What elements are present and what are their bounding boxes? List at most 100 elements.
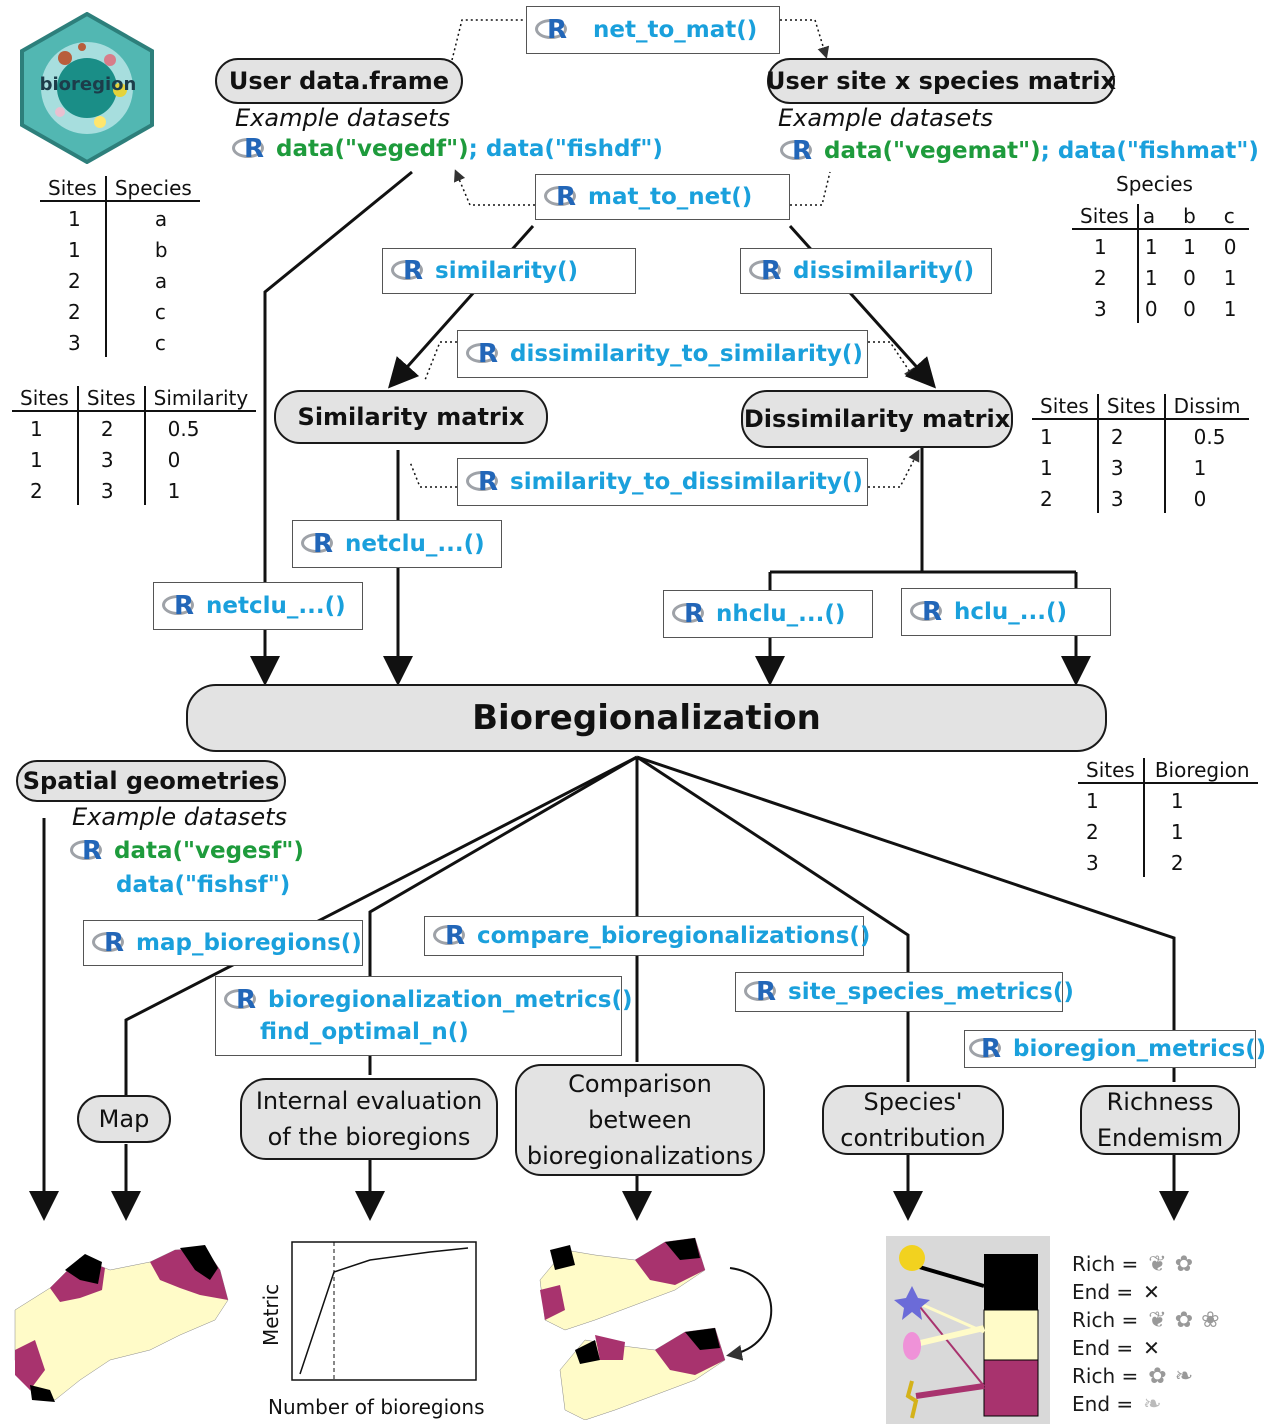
richness-endemism-legend: Rich = ❦ ✿ End = ✕ Rich = ❦ ✿ ❀ End = ✕ …: [1072, 1250, 1252, 1418]
mat-to-net-function: R mat_to_net(): [535, 174, 790, 220]
table-cell: 1: [1223, 297, 1237, 321]
r-logo-icon: R: [162, 591, 200, 621]
dissimilarity-matrix-node: Dissimilarity matrix: [741, 390, 1013, 448]
r-logo-icon: R: [433, 921, 471, 951]
table-header: Sites: [1078, 758, 1145, 784]
r-logo-icon: R: [301, 529, 339, 559]
function-label: compare_bioregionalizations(): [477, 923, 871, 949]
end-label: End =: [1072, 1280, 1134, 1304]
table-cell: 2: [1170, 851, 1184, 875]
r-logo-icon: R: [232, 134, 270, 164]
hexagon-logo-icon: [20, 11, 154, 165]
table-cell: 2: [1078, 815, 1145, 846]
table-cell: 0: [1183, 266, 1196, 290]
pink-flower-icon: [903, 1332, 921, 1360]
cross-icon: ✕: [1143, 1280, 1160, 1304]
table-header: Similarity: [144, 386, 257, 412]
table-header: Sites: [1032, 394, 1099, 420]
function-label: site_species_metrics(): [788, 979, 1074, 1005]
species-contribution-node: Species' contribution: [822, 1085, 1004, 1155]
function-label: bioregion_metrics(): [1013, 1036, 1264, 1062]
table-cell: 0: [167, 448, 181, 472]
df-dataset-line: R data("vegedf"); data("fishdf"): [232, 134, 663, 164]
r-logo-icon: R: [391, 256, 429, 286]
table-cell: 3: [1097, 451, 1166, 482]
rich-label: Rich =: [1072, 1252, 1139, 1276]
table-cell: 2: [77, 411, 146, 443]
example-datasets-label-right: Example datasets: [778, 104, 993, 132]
end-label: End =: [1072, 1336, 1134, 1360]
plant-icon: ✿: [1148, 1363, 1167, 1389]
r-logo-icon: R: [910, 597, 948, 627]
user-matrix-node: User site x species matrix: [766, 58, 1116, 104]
table-cell: 1: [167, 479, 181, 503]
dataset-fishdf: data("fishdf"): [485, 136, 663, 162]
table-cell: 1: [40, 233, 107, 264]
function-label: mat_to_net(): [588, 184, 753, 210]
bioregion-logo: bioregion: [20, 11, 154, 165]
table-header: Sites: [1097, 394, 1166, 420]
table-cell: 1: [40, 201, 107, 233]
comparison-node: Comparison between bioregionalizations: [515, 1064, 765, 1176]
table-header: Sites: [77, 386, 146, 412]
spatial-geometries-node: Spatial geometries: [16, 760, 286, 802]
table-header: a: [1137, 204, 1170, 230]
find-optimal-n-label: find_optimal_n(): [260, 1019, 469, 1045]
bioregionalization-node: Bioregionalization: [186, 684, 1107, 752]
table-cell: 3: [40, 326, 107, 357]
dissimilarity-function: R dissimilarity(): [740, 248, 992, 294]
table-cell: 1: [1144, 266, 1158, 290]
mat-dataset-line: R data("vegemat"); data("fishmat"): [780, 136, 1259, 166]
logo-text: bioregion: [39, 74, 137, 95]
table-cell: 2: [1032, 482, 1099, 513]
table-cell: 2: [12, 474, 79, 505]
link-line: [915, 1301, 985, 1387]
link-line: [915, 1300, 985, 1334]
end-label: End =: [1072, 1392, 1134, 1416]
r-logo-icon: R: [544, 182, 582, 212]
table-header: Sites: [1072, 204, 1139, 230]
dataset-separator: ;: [1040, 138, 1050, 164]
table-cell: c: [154, 331, 166, 355]
bioregion-bar-cream: [983, 1309, 1039, 1361]
metric-curve: [299, 1247, 469, 1375]
table-cell: a: [154, 207, 168, 231]
table-header: c: [1209, 204, 1249, 230]
similarity-function: R similarity(): [382, 248, 636, 294]
similarity-to-dissimilarity-function: R similarity_to_dissimilarity(): [457, 458, 868, 506]
plot-y-label: Metric: [260, 1284, 283, 1346]
function-label: bioregionalization_metrics(): [268, 987, 633, 1013]
function-label: similarity_to_dissimilarity(): [510, 469, 863, 495]
table-cell: b: [154, 238, 168, 262]
table-cell: 1: [1032, 451, 1099, 482]
table-cell: 1: [1193, 456, 1207, 480]
table-cell: 1: [1144, 235, 1158, 259]
table-cell: 2: [40, 295, 107, 326]
table-cell: 2: [1072, 261, 1139, 292]
netclu-function-left: R netclu_...(): [153, 582, 363, 630]
function-label: dissimilarity_to_similarity(): [510, 341, 863, 367]
function-label: net_to_mat(): [593, 17, 758, 43]
cross-icon: ✕: [1143, 1336, 1160, 1360]
netclu-function-center: R netclu_...(): [292, 520, 502, 568]
richness-endemism-node: Richness Endemism: [1080, 1085, 1240, 1155]
compare-bioregionalizations-function: R compare_bioregionalizations(): [424, 916, 870, 956]
plant-icon: ✿: [1174, 1307, 1194, 1333]
function-label: hclu_...(): [954, 599, 1068, 625]
r-logo-icon: R: [969, 1034, 1007, 1064]
dataset-separator: ;: [468, 136, 478, 162]
dataset-vegedf: data("vegedf"): [276, 136, 469, 162]
table-cell: 0: [1223, 235, 1237, 259]
bioregion-bar-magenta: [983, 1359, 1039, 1417]
dataset-vegesf: data("vegesf"): [114, 838, 304, 864]
r-logo-icon: R: [224, 985, 262, 1015]
table-cell: 2: [40, 264, 107, 295]
rich-label: Rich =: [1072, 1364, 1139, 1388]
map-node: Map: [77, 1095, 171, 1143]
map-bottom: [559, 1327, 726, 1420]
r-logo-icon: R: [70, 836, 108, 866]
dataset-fishmat: data("fishmat"): [1057, 138, 1259, 164]
